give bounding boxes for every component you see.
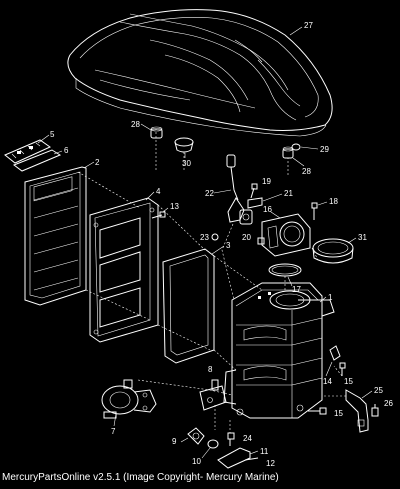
callout-10: 10 — [192, 457, 201, 466]
sensor-22-part[interactable] — [226, 154, 245, 223]
callout-31: 31 — [358, 233, 367, 242]
gasket-2-part[interactable] — [24, 166, 87, 306]
callout-4: 4 — [156, 187, 161, 196]
screw-15-upper-part[interactable] — [339, 362, 346, 376]
callout-8: 8 — [208, 365, 213, 374]
screw-15-lower-part[interactable] — [308, 407, 327, 415]
copyright-footer: MercuryPartsOnline v2.5.1 (Image Copyrig… — [2, 472, 279, 483]
fitting-plate-part[interactable] — [199, 385, 227, 411]
callout-22: 22 — [205, 189, 214, 198]
callout-13: 13 — [170, 202, 179, 211]
callout-5: 5 — [50, 130, 55, 139]
reed-gasket-6-part[interactable] — [12, 149, 62, 172]
grommet-left-part[interactable] — [150, 126, 163, 139]
engine-top-cover-part[interactable] — [67, 9, 333, 137]
callout-17: 17 — [292, 285, 301, 294]
cap-10-part[interactable] — [207, 439, 219, 449]
callout-12: 12 — [266, 459, 275, 468]
fitting-20-part[interactable] — [239, 209, 253, 225]
clip-14-part[interactable] — [329, 345, 341, 361]
callout-19: 19 — [262, 177, 271, 186]
callout-15-upper: 15 — [344, 377, 353, 386]
bracket-11-part[interactable] — [217, 447, 251, 469]
insert-29-part[interactable] — [291, 143, 301, 151]
fitting-8-part[interactable] — [211, 379, 219, 391]
callout-7: 7 — [111, 427, 116, 436]
callout-18: 18 — [329, 197, 338, 206]
o-ring-23-part[interactable] — [211, 233, 219, 241]
callout-15-lower: 15 — [334, 409, 343, 418]
callout-29: 29 — [320, 145, 329, 154]
callout-9: 9 — [172, 437, 177, 446]
callout-26: 26 — [384, 399, 393, 408]
callout-21: 21 — [284, 189, 293, 198]
grommet-center-part[interactable] — [174, 137, 194, 153]
screw-13-part[interactable] — [151, 211, 166, 219]
screw-24-part[interactable] — [227, 432, 235, 446]
bracket-25-part[interactable] — [345, 389, 369, 433]
callout-6: 6 — [64, 146, 69, 155]
screw-18-part[interactable] — [311, 202, 318, 220]
callout-2: 2 — [95, 158, 100, 167]
bracket-21-part[interactable] — [247, 197, 263, 209]
actuator-7-part[interactable] — [101, 379, 157, 419]
reed-block-part[interactable] — [4, 139, 52, 164]
nipple-9-part[interactable] — [187, 427, 205, 445]
callout-28-right: 28 — [302, 167, 311, 176]
callout-28-left: 28 — [131, 120, 140, 129]
gasket-3-part[interactable] — [162, 248, 215, 364]
callout-23: 23 — [200, 233, 209, 242]
callout-16: 16 — [263, 205, 272, 214]
exploded-parts-diagram: 27 28 30 29 28 5 6 2 — [4, 9, 393, 469]
screw-12-part[interactable] — [244, 457, 259, 461]
callout-25: 25 — [374, 386, 383, 395]
intake-manifold-1-part[interactable] — [223, 282, 335, 419]
grommet-right-part[interactable] — [282, 146, 294, 159]
screw-26-part[interactable] — [371, 404, 379, 417]
callout-14: 14 — [323, 377, 332, 386]
callout-20: 20 — [242, 233, 251, 242]
callout-24: 24 — [243, 434, 252, 443]
o-ring-17-part[interactable] — [268, 263, 302, 277]
callout-1: 1 — [328, 293, 333, 302]
adaptor-ring-31-part[interactable] — [312, 238, 354, 264]
callout-11: 11 — [260, 447, 269, 456]
callout-27: 27 — [304, 21, 313, 30]
screw-19-part[interactable] — [250, 183, 258, 199]
throttle-body-16-part[interactable] — [257, 213, 311, 257]
callout-3: 3 — [226, 241, 231, 250]
callout-30: 30 — [182, 159, 191, 168]
reed-plate-4-part[interactable] — [89, 197, 159, 343]
